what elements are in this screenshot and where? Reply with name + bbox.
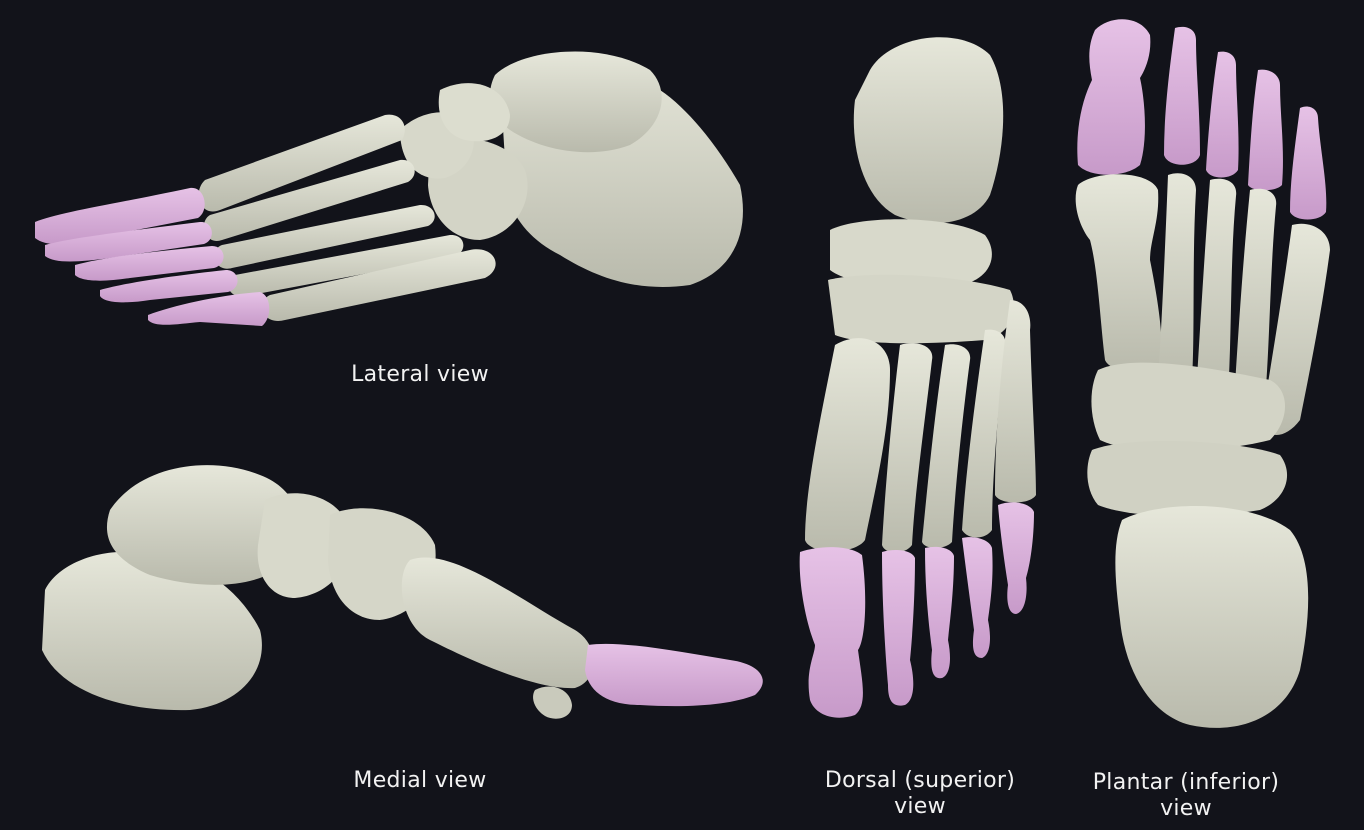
metatarsal-1 (401, 557, 594, 689)
metatarsal-4 (228, 234, 464, 297)
phalanges-toe-5 (1290, 106, 1327, 220)
talus-bone (853, 37, 1004, 224)
phalanges-toe-1 (1077, 19, 1151, 175)
phalanges-toe-3 (1206, 51, 1239, 178)
lateral-view-caption: Lateral view (351, 362, 489, 387)
phalanges-toe-4 (1248, 69, 1283, 191)
phalanges-toe-1 (585, 643, 763, 707)
talus-bone (490, 51, 662, 153)
plantar-view-foot (1075, 19, 1330, 728)
metatarsal-2 (1158, 173, 1196, 388)
dorsal-view-caption: Dorsal (superior) view (790, 768, 1050, 820)
dorsal-caption-line2: view (894, 794, 946, 819)
phalanges-toe-2 (1164, 26, 1200, 165)
phalanges-toe-2 (882, 550, 915, 706)
plantar-caption-line1: Plantar (inferior) (1092, 770, 1280, 795)
lateral-view-foot (35, 51, 743, 326)
navicular-bone (438, 83, 510, 142)
navicular-bone (830, 219, 992, 287)
calcaneus-bone (42, 551, 262, 711)
phalanges-toe-1 (35, 187, 205, 245)
metatarsal-4 (962, 329, 1006, 538)
phalanges-toe-4 (962, 537, 993, 658)
cuneiform-bone (1091, 362, 1285, 452)
phalanges-toe-4 (100, 270, 238, 303)
cuboid-bone (1087, 440, 1288, 517)
phalanges-toe-3 (925, 546, 954, 679)
medial-view-caption: Medial view (353, 768, 487, 793)
metatarsal-1 (1075, 174, 1162, 372)
cuneiform-bone (828, 274, 1014, 344)
phalanges-toe-3 (75, 246, 224, 281)
medial-view-foot (42, 465, 763, 719)
phalanges-toe-2 (45, 221, 212, 262)
metatarsal-2 (203, 159, 415, 241)
plantar-view-caption: Plantar (inferior) view (1070, 770, 1302, 822)
metatarsal-3 (922, 344, 971, 548)
dorsal-caption-line1: Dorsal (superior) (824, 768, 1016, 793)
metatarsal-5 (1262, 223, 1330, 435)
calcaneus-bone (1115, 506, 1309, 728)
metatarsal-1 (805, 338, 890, 552)
dorsal-view-foot (799, 37, 1036, 718)
phalanges-toe-5 (148, 292, 270, 326)
plantar-caption-line2: view (1160, 796, 1212, 821)
metatarsal-5 (995, 300, 1036, 503)
navicular-bone (257, 493, 351, 598)
metatarsal-1 (198, 114, 405, 212)
phalanges-toe-5 (998, 502, 1034, 614)
metatarsal-2 (882, 343, 933, 553)
talus-bone (106, 465, 300, 585)
sesamoid-bone (533, 686, 572, 719)
metatarsal-3 (214, 204, 435, 269)
metatarsal-5 (262, 249, 496, 321)
metatarsal-3 (1196, 178, 1237, 403)
phalanges-toe-1 (799, 547, 866, 718)
metatarsal-4 (1234, 188, 1277, 408)
